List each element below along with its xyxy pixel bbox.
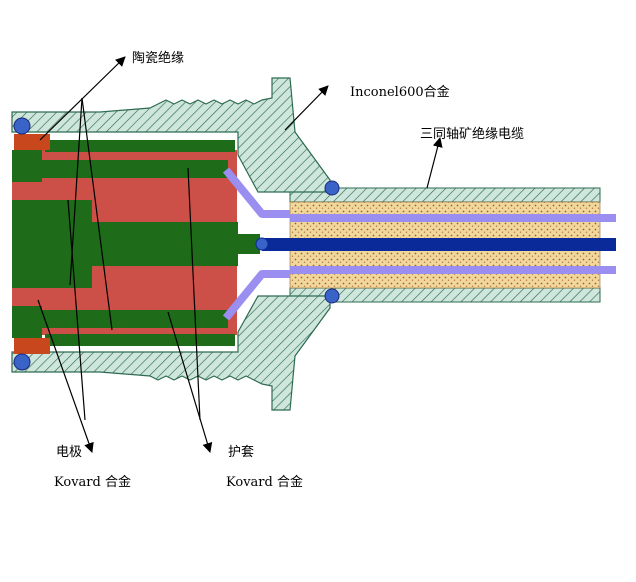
sheath-top	[12, 150, 228, 182]
label-electrode-material: Kovard 合金	[54, 474, 131, 490]
sheath-bottom	[12, 306, 228, 338]
triaxial-cable	[262, 187, 616, 303]
seal-cable-top	[324, 180, 340, 196]
outer-green-band-bottom	[45, 334, 235, 346]
label-sheath-material: Kovard 合金	[226, 474, 303, 490]
shield-lead-top	[222, 167, 290, 218]
cable-core-conductor	[262, 238, 616, 251]
outer-green-band-top	[45, 140, 235, 152]
housing-top	[11, 77, 331, 193]
label-sheath: 护套	[228, 444, 254, 460]
leader-ceramic-1	[81, 97, 113, 331]
label-ceramic-insulation: 陶瓷绝缘	[132, 50, 184, 66]
leader-sheath-arrow	[167, 311, 213, 453]
leader-sheath-2	[187, 167, 201, 421]
orange-seal-top	[14, 134, 50, 150]
leader-electrode-2	[67, 199, 86, 421]
electrode-assembly	[12, 134, 290, 354]
leader-cable-arrow	[426, 137, 443, 189]
seal-cable-bottom	[324, 288, 340, 304]
shield-lead-bottom	[222, 270, 290, 321]
seals	[13, 117, 340, 371]
label-triaxial-cable: 三同轴矿绝缘电缆	[420, 126, 524, 142]
orange-seal-bottom	[14, 338, 50, 354]
seal-top-left	[13, 117, 31, 135]
seal-bottom-left	[13, 353, 31, 371]
cable-shield-top	[290, 214, 616, 222]
cable-shield-bottom	[290, 266, 616, 274]
leader-lines	[37, 56, 443, 453]
leader-inconel-arrow	[284, 85, 329, 131]
label-inconel-alloy: Inconel600合金	[350, 84, 450, 100]
label-electrode: 电极	[56, 445, 82, 460]
core-joint	[255, 237, 269, 251]
leader-electrode-arrow	[37, 299, 94, 453]
labels: 陶瓷绝缘 Inconel600合金 三同轴矿绝缘电缆 电极 Kovard 合金 …	[54, 50, 524, 490]
